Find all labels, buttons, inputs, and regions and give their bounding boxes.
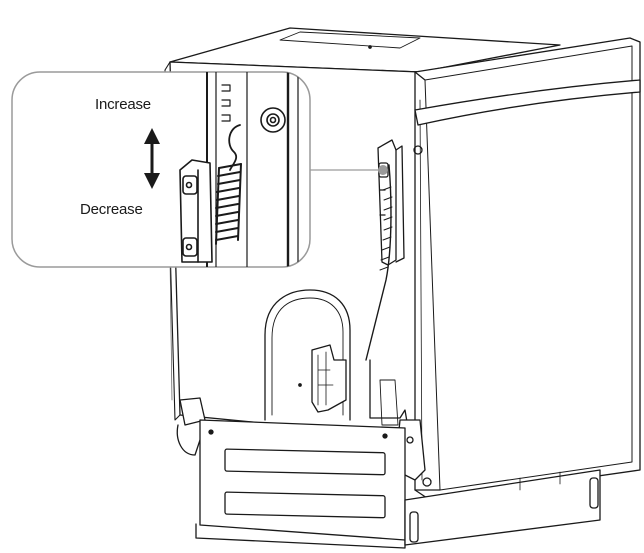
sump-opening [264, 289, 351, 421]
callout-leader [310, 165, 388, 175]
toe-kick-panel [195, 419, 406, 549]
door-handle [414, 79, 641, 126]
spring-coil-icon [215, 163, 242, 245]
spring-icon [365, 164, 393, 361]
bolt-icon [260, 107, 286, 133]
callout-bubble [11, 71, 311, 268]
double-arrow-up-down-icon [144, 128, 160, 189]
base-rail [404, 469, 601, 546]
door-panel [413, 37, 641, 501]
decrease-label: Decrease [80, 201, 143, 218]
increase-label: Increase [95, 96, 151, 113]
hinge-bracket-enlarged-icon [179, 159, 213, 263]
